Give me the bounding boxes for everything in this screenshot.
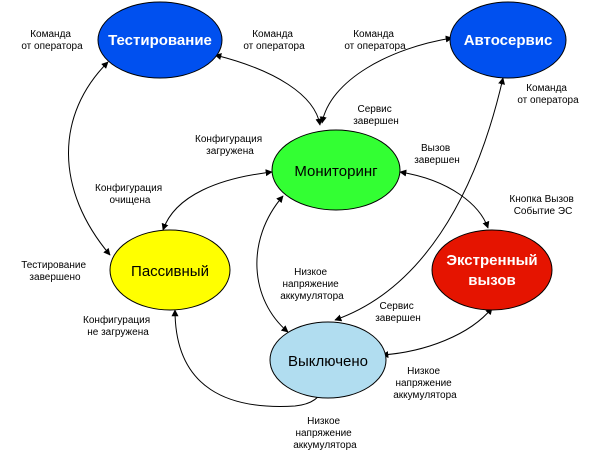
- label-service-done-top: Сервис завершен: [353, 104, 399, 127]
- state-testing: Тестирование: [97, 1, 223, 79]
- state-off-shape: [269, 321, 387, 399]
- state-autoservice: Автосервис: [449, 1, 567, 79]
- edge-testing-monitoring: [214, 53, 323, 126]
- edge-monitoring-emergency: [399, 169, 490, 229]
- label-cmd-right: Команда от оператора: [517, 83, 579, 106]
- label-config-cleared: Конфигурация очищена: [95, 182, 165, 206]
- edge-testing-passive: [68, 61, 111, 256]
- state-passive-label: Пассивный: [131, 263, 209, 280]
- state-emergency-label-line2: вызов: [468, 272, 516, 289]
- edge-labels: Команда от оператора Команда от оператор…: [21, 29, 579, 451]
- label-cmd-mid-right: Команда от оператора: [344, 29, 406, 52]
- label-button-call: Кнопка Вызов Событие ЭС: [509, 194, 576, 217]
- edge-off-emergency: [381, 307, 493, 359]
- state-monitoring: Мониторинг: [271, 129, 401, 211]
- label-testing-done: Тестирование завершено: [21, 260, 89, 283]
- state-monitoring-label: Мониторинг: [294, 163, 378, 180]
- edge-monitoring-autoservice: [319, 35, 453, 124]
- state-off: Выключено: [269, 321, 387, 399]
- label-low-batt-bottom: Низкое напряжение аккумулятора: [293, 416, 357, 451]
- state-passive-shape: [109, 229, 231, 311]
- state-off-label: Выключено: [288, 353, 368, 370]
- state-emergency: Экстренный вызов: [431, 229, 553, 311]
- edge-monitoring-off: [256, 195, 289, 333]
- label-cmd-left: Команда от оператора: [21, 29, 83, 52]
- label-low-batt-mid: Низкое напряжение аккумулятора: [280, 267, 344, 302]
- state-monitoring-shape: [271, 129, 401, 211]
- state-passive: Пассивный: [109, 229, 231, 311]
- label-call-done: Вызов завершен: [414, 143, 460, 166]
- state-testing-label: Тестирование: [108, 32, 212, 49]
- label-config-loaded: Конфигурация загружена: [195, 133, 265, 157]
- label-cmd-mid-left: Команда от оператора: [243, 29, 305, 52]
- state-autoservice-label: Автосервис: [464, 32, 553, 49]
- label-low-batt-right: Низкое напряжение аккумулятора: [393, 366, 457, 401]
- state-emergency-shape: [431, 229, 553, 311]
- state-autoservice-shape: [449, 1, 567, 79]
- edge-off-autoservice: [334, 77, 506, 322]
- state-emergency-label-line1: Экстренный: [446, 252, 537, 269]
- edge-monitoring-passive: [161, 169, 273, 231]
- state-testing-shape: [97, 1, 223, 79]
- label-config-not-loaded: Конфигурация не загружена: [83, 314, 153, 338]
- label-service-done-low: Сервис завершен: [375, 301, 421, 324]
